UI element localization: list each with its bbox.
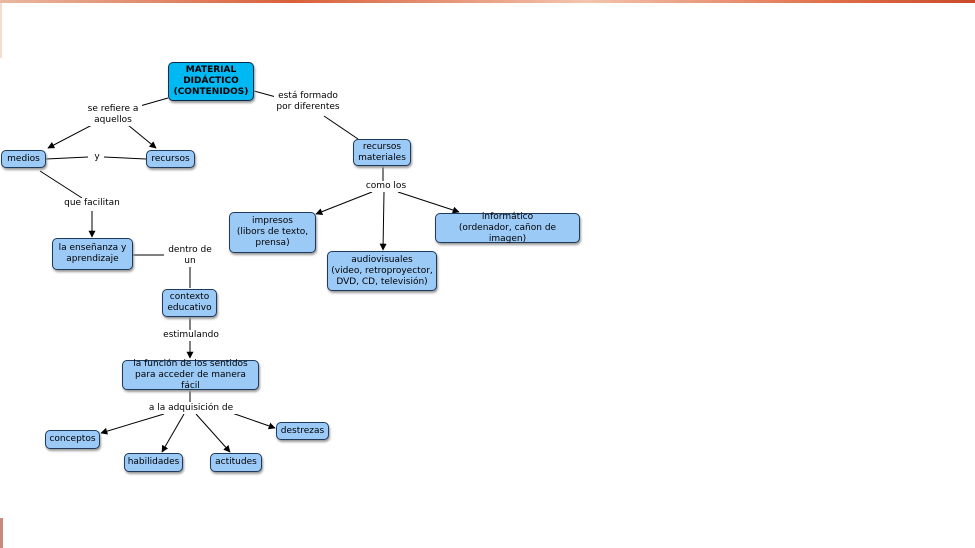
concept-habilidades[interactable]: habilidades [124, 453, 183, 472]
connector-serefiere-recursos [127, 124, 157, 149]
concept-destrezas[interactable]: destrezas [276, 422, 329, 440]
concept-recursos-materiales[interactable]: recursos materiales [353, 139, 411, 166]
connector-serefiere-medios [47, 124, 93, 149]
link-label-esta-formado: está formado por diferentes [274, 91, 342, 113]
connector-medios-y [45, 156, 89, 160]
concept-medios[interactable]: medios [1, 150, 46, 168]
concept-funcion-sentidos[interactable]: la función de los sentidos para acceder … [122, 359, 259, 391]
link-label-se-refiere: se refiere a aquellos [84, 104, 142, 126]
concept-material-didactico[interactable]: MATERIAL DIDÁCTICO (CONTENIDOS) [168, 62, 254, 101]
link-label-dentro-de: dentro de un [164, 245, 216, 267]
concept-actitudes[interactable]: actitudes [210, 453, 262, 472]
concept-informatico[interactable]: informático (ordenador, cañon de imagen) [435, 212, 580, 244]
connector-adquisicion-habilidades [161, 413, 185, 453]
connector-comolos-informatico [397, 191, 460, 214]
link-label-estimulando: estimulando [158, 330, 224, 341]
connector-adquisicion-conceptos [100, 413, 165, 435]
connector-adquisicion-destrezas [231, 412, 276, 430]
slide-left-mark-bottom [0, 518, 3, 548]
concept-recursos[interactable]: recursos [146, 150, 195, 168]
concept-conceptos[interactable]: conceptos [45, 430, 100, 449]
link-label-y: y [90, 152, 104, 163]
connector-comolos-impresos [315, 191, 373, 215]
connector-medios-quefacilitan [39, 170, 83, 199]
concept-audiovisuales[interactable]: audiovisuales (video, retroproyector, DV… [327, 251, 437, 291]
concept-ensenanza-aprendizaje[interactable]: la enseñanza y aprendizaje [52, 238, 133, 270]
connector-estaformado-recursosmat [323, 115, 359, 140]
link-label-adquisicion: a la adquisición de [144, 403, 238, 414]
link-label-como-los: como los [362, 181, 410, 192]
connector-y-recursos [103, 156, 147, 160]
connector-adquisicion-actitudes [195, 413, 231, 453]
link-label-que-facilitan: que facilitan [60, 198, 124, 209]
connector-root-serefiere [139, 97, 169, 107]
connector-comolos-audiovisuales [379, 191, 387, 251]
connector-root-estaformado [253, 90, 277, 98]
slide-top-border [0, 0, 975, 3]
concept-contexto-educativo[interactable]: contexto educativo [162, 289, 217, 317]
slide-left-mark-top [0, 3, 2, 58]
concept-impresos[interactable]: impresos (libors de texto, prensa) [229, 212, 316, 253]
